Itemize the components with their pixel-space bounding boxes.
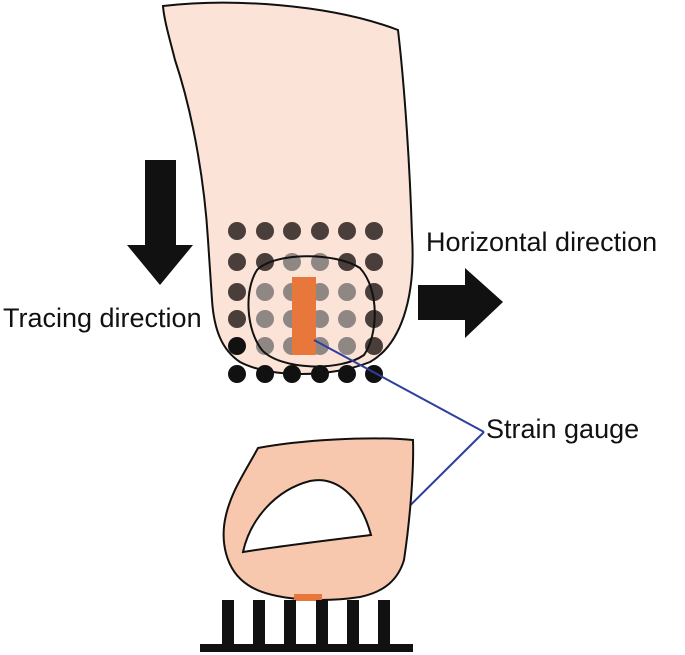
ridge-dot <box>283 222 301 240</box>
ridge-dot <box>365 365 383 383</box>
surface-ridge <box>316 600 328 648</box>
tracing-direction-label: Tracing direction <box>3 303 202 333</box>
ridge-dot <box>338 283 356 301</box>
ridge-dot <box>311 222 329 240</box>
down-arrow-icon <box>127 160 193 285</box>
strain-gauge-label: Strain gauge <box>486 414 639 444</box>
ridge-dot <box>338 310 356 328</box>
strain-gauge-top <box>292 277 316 355</box>
ridge-dot <box>256 337 274 355</box>
fingertip-outline <box>161 1 414 375</box>
ridge-dot <box>365 337 383 355</box>
ridge-dot <box>365 253 383 271</box>
contact-region-outline <box>247 255 376 368</box>
ridge-dot <box>256 222 274 240</box>
ridge-dot <box>365 283 383 301</box>
ridge-dot <box>228 310 246 328</box>
ridge-dot <box>228 337 246 355</box>
ridge-dot <box>311 365 329 383</box>
surface-base <box>200 644 413 652</box>
surface-ridge <box>253 600 265 648</box>
surface-ridge <box>284 600 296 648</box>
ridge-dot <box>228 365 246 383</box>
leader-line-top <box>313 339 485 433</box>
strain-gauge-bottom <box>294 594 322 601</box>
ridge-dot <box>256 365 274 383</box>
ridge-dot <box>228 253 246 271</box>
ridge-dot <box>365 222 383 240</box>
ridge-dot <box>283 365 301 383</box>
horizontal-direction-label: Horizontal direction <box>426 227 657 257</box>
right-arrow-icon <box>418 268 503 338</box>
ridged-surface <box>200 600 413 652</box>
surface-ridge <box>347 600 359 648</box>
surface-ridge <box>378 600 390 648</box>
ridge-dot <box>228 283 246 301</box>
bone-cavity <box>241 479 373 554</box>
surface-ridge <box>222 600 234 648</box>
ridge-dot <box>338 337 356 355</box>
ridge-dot <box>338 222 356 240</box>
ridge-dot <box>228 222 246 240</box>
ridge-dot <box>256 310 274 328</box>
ridge-dot <box>256 283 274 301</box>
ridge-dot <box>338 365 356 383</box>
